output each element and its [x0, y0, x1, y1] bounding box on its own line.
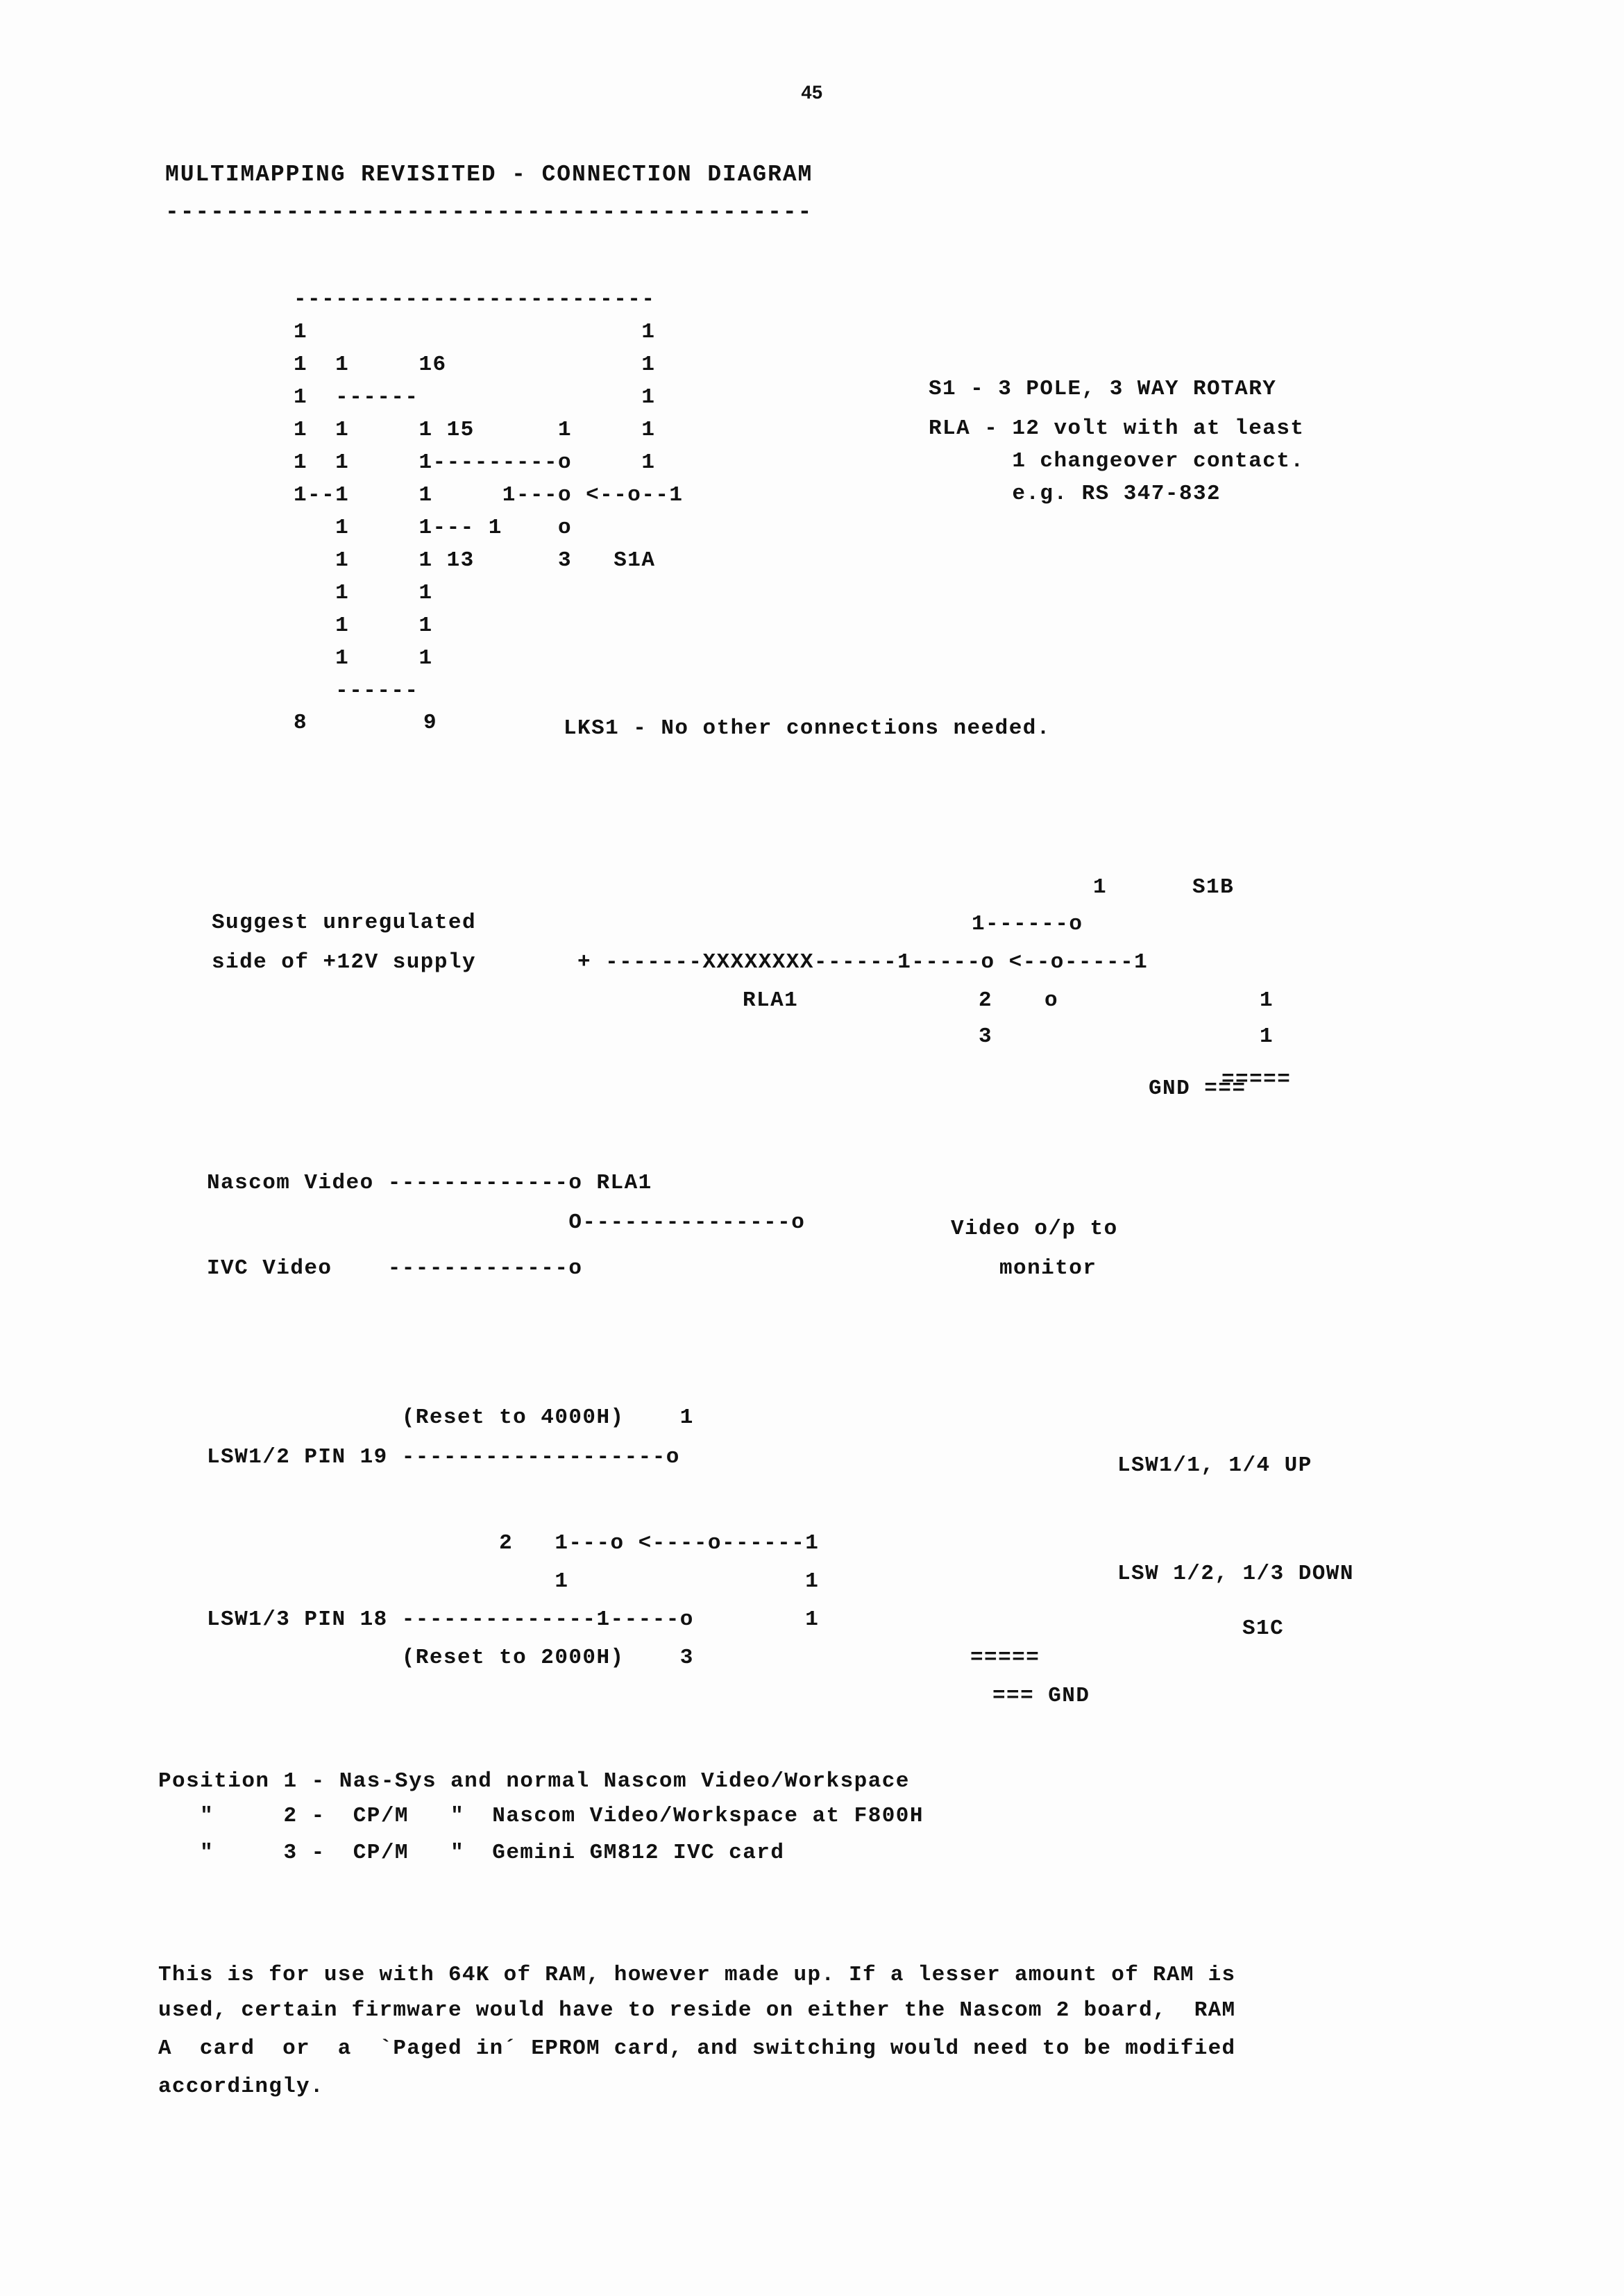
note-reset-2000h: (Reset to 2000H) 3	[207, 1646, 694, 1670]
diagram-video-nascom-line: Nascom Video -------------o RLA1	[207, 1171, 652, 1195]
note-s1-rotary-spec: S1 - 3 POLE, 3 WAY ROTARY	[929, 377, 1277, 401]
diagram-s1b-right-rail-1: 1	[1260, 988, 1274, 1013]
positions-list-line3: " 3 - CP/M " Gemini GM812 IVC card	[158, 1841, 785, 1865]
footer-paragraph-line1: This is for use with 64K of RAM, however…	[158, 1963, 1236, 1987]
diagram-s1b-upper-branch: 1------o	[972, 912, 1083, 936]
note-rla-spec-line3: e.g. RS 347-832	[929, 482, 1221, 506]
diagram-video-common-line: O---------------o	[207, 1210, 806, 1235]
diagram-lsw-pin19-line: LSW1/2 PIN 19 -------------------o	[207, 1445, 680, 1469]
footer-paragraph-line2: used, certain firmware would have to res…	[158, 1998, 1236, 2023]
diagram-s1b-pole-tag: S1B	[1192, 875, 1235, 900]
page-number: 45	[801, 82, 823, 103]
diagram-s1c-gnd-label: === GND	[992, 1684, 1090, 1708]
note-lsw-up: LSW1/1, 1/4 UP	[1117, 1453, 1312, 1478]
footer-paragraph-line4: accordingly.	[158, 2075, 324, 2099]
diagram-video-ivc-line: IVC Video -------------o	[207, 1256, 583, 1281]
diagram-lsw-riser-line: 1 1	[207, 1569, 820, 1594]
diagram-s1b-gnd-label: GND ===	[1149, 1077, 1246, 1101]
note-supply-line2: side of +12V supply	[212, 950, 477, 974]
page-title: MULTIMAPPING REVISITED - CONNECTION DIAG…	[165, 162, 813, 187]
diagram-s1b-wiper-node: o	[1044, 988, 1059, 1013]
note-reset-4000h: (Reset to 4000H) 1	[207, 1406, 694, 1430]
diagram-s1a-pin9-label: 9	[423, 711, 438, 735]
diagram-s1a-pin8-label: 8	[294, 711, 308, 735]
note-video-output-line2: monitor	[999, 1256, 1097, 1281]
diagram-s1b-main-line: + -------XXXXXXXX------1-----o <--o-----…	[577, 950, 1149, 974]
positions-list-line2: " 2 - CP/M " Nascom Video/Workspace at F…	[158, 1804, 924, 1828]
diagram-s1c-pole-tag: S1C	[1242, 1617, 1285, 1641]
diagram-s1b-gnd-bar: =====	[1221, 1067, 1292, 1092]
diagram-lsw-wiper-line: 2 1---o <----o------1	[207, 1531, 820, 1555]
diagram-s1c-gnd-bar: =====	[970, 1646, 1040, 1670]
footer-paragraph-line3: A card or a `Paged in´ EPROM card, and s…	[158, 2036, 1236, 2061]
diagram-rla1-coil-label: RLA1	[743, 988, 799, 1013]
note-lsw-down: LSW 1/2, 1/3 DOWN	[1117, 1562, 1354, 1586]
positions-list-line1: Position 1 - Nas-Sys and normal Nascom V…	[158, 1769, 910, 1793]
diagram-s1b-right-rail-2: 1	[1260, 1024, 1274, 1049]
diagram-lsw-pin18-line: LSW1/3 PIN 18 --------------1-----o 1	[207, 1607, 820, 1632]
note-lks1: LKS1 - No other connections needed.	[564, 716, 1051, 741]
diagram-s1a-rotary: -------------------------- 1 1 1 1 16 1 …	[294, 287, 684, 703]
note-video-output-line1: Video o/p to	[951, 1217, 1118, 1241]
diagram-s1b-terminal-2: 2	[979, 988, 993, 1013]
title-underline-rule: ----------------------------------------…	[165, 199, 813, 225]
note-rla-spec-line1: RLA - 12 volt with at least	[929, 416, 1305, 441]
diagram-s1b-terminal-1: 1	[1093, 875, 1108, 900]
note-supply-line1: Suggest unregulated	[212, 911, 477, 935]
diagram-s1b-terminal-3: 3	[979, 1024, 993, 1049]
note-rla-spec-line2: 1 changeover contact.	[929, 449, 1305, 473]
